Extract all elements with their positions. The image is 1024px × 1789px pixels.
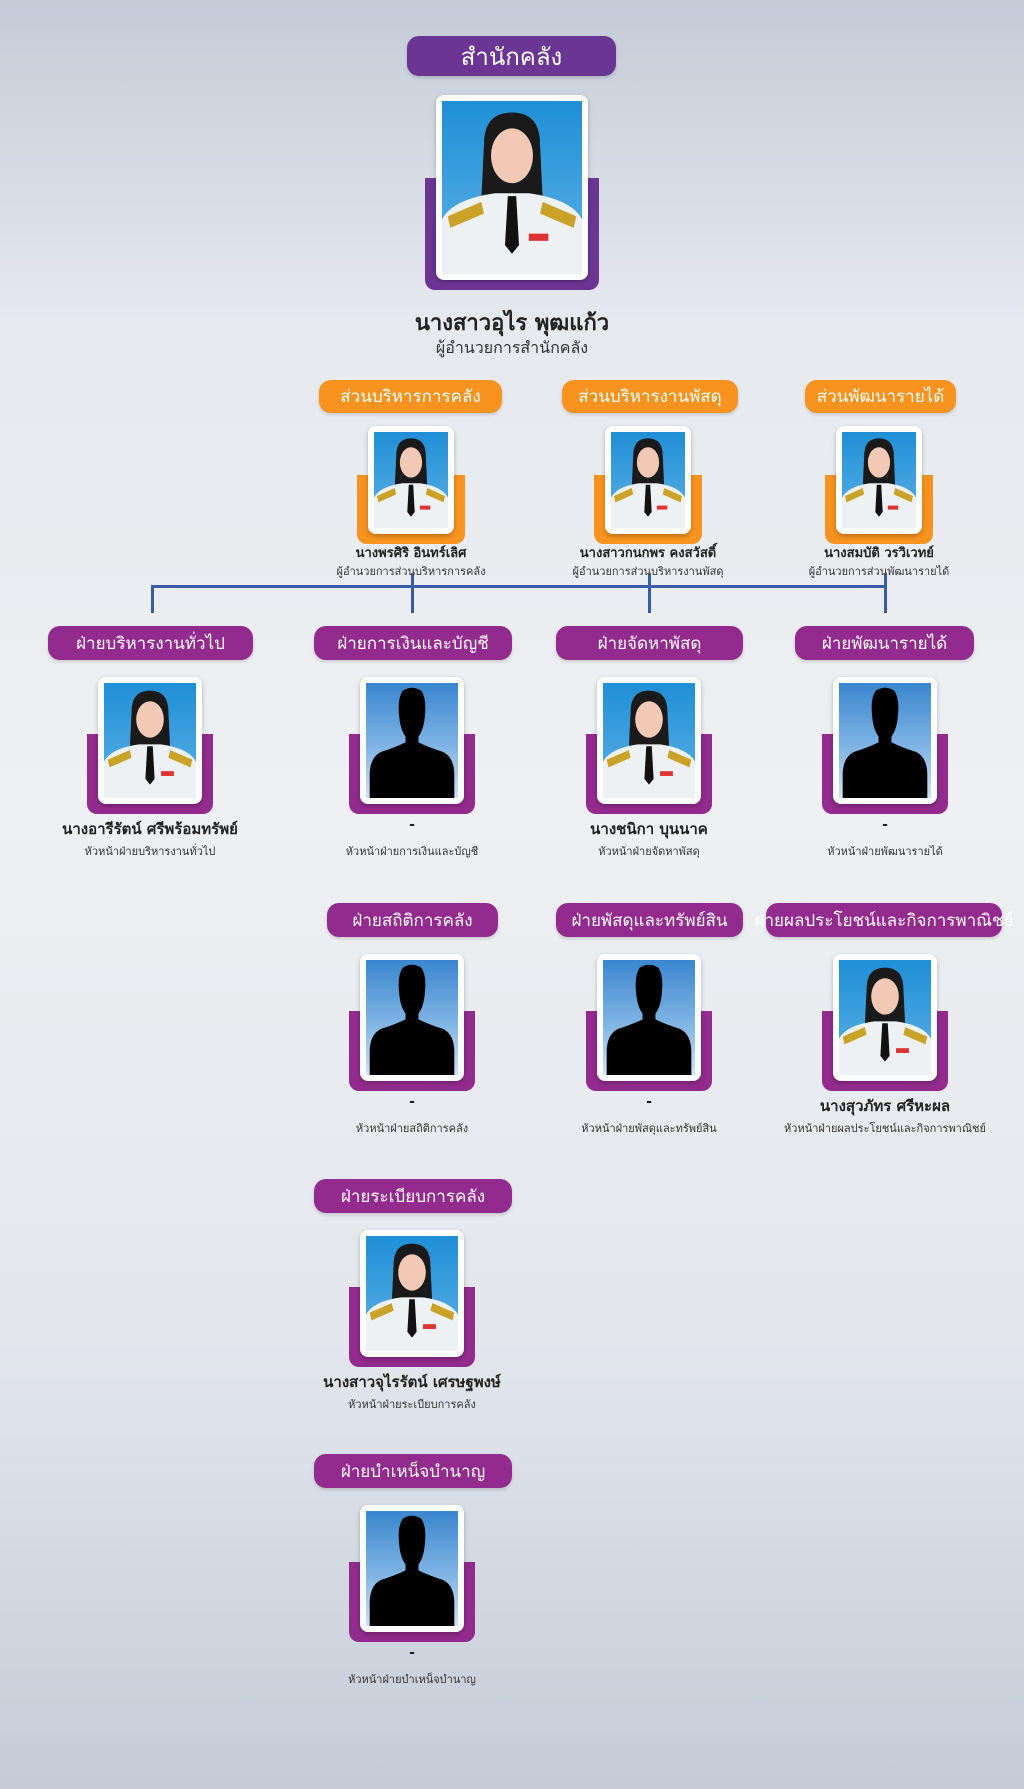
division-title: ส่วนพัฒนารายได้ [805,380,956,413]
photo-frame [597,954,701,1081]
section-title: ฝ่ายพัฒนารายได้ [795,626,974,660]
section-title: ฝ่ายบริหารงานทั่วไป [48,626,253,660]
section-head-card [360,1505,464,1632]
section-head-name: นางสาวจุไรรัตน์ เศรษฐพงษ์ [323,1373,501,1391]
placeholder-photo [366,683,458,798]
placeholder-photo [366,960,458,1075]
section-head-role: หัวหน้าฝ่ายจัดหาพัสดุ [598,845,700,858]
section-head-card [360,1230,464,1357]
person-photo [442,101,582,274]
portrait-photo [839,967,931,1075]
section-head-card [597,954,701,1081]
section-head-card [833,954,937,1081]
section-title: ฝ่ายการเงินและบัญชี [314,626,512,660]
person-photo [366,1236,458,1351]
section-head-name: - [882,817,888,833]
connector-horizontal [151,585,887,588]
section-head-card [360,954,464,1081]
section-title: ฝ่ายสถิติการคลัง [327,903,498,937]
director-name: นางสาวอุไร พุฒแก้ว [414,311,610,336]
section-head-name: นางสุวภัทร ศรีหะผล [819,1097,951,1115]
division-head-role: ผู้อำนวยการส่วนบริหารงานพัสดุ [572,565,724,578]
photo-frame [98,677,202,804]
portrait-photo [603,690,695,798]
person-photo [374,432,448,528]
section-head-name: นางชนิกา บุนนาค [590,820,708,838]
section-head-role: หัวหน้าฝ่ายระเบียบการคลัง [348,1398,476,1411]
section-title: ฝ่ายบำเหน็จบำนาญ [314,1454,512,1488]
division-head-card [605,426,691,534]
photo-frame [833,677,937,804]
division-title: ส่วนบริหารงานพัสดุ [562,380,738,413]
division-title: ส่วนบริหารการคลัง [319,380,502,413]
section-head-role: หัวหน้าฝ่ายการเงินและบัญชี [345,845,479,858]
portrait-photo [442,112,582,274]
section-head-role: หัวหน้าฝ่ายสถิติการคลัง [355,1122,469,1135]
person-photo [842,432,916,528]
portrait-photo [611,438,685,528]
section-title: ฝ่ายพัสดุและทรัพย์สิน [556,903,743,937]
section-head-card [597,677,701,804]
section-head-role: หัวหน้าฝ่ายบริหารงานทั่วไป [84,845,216,858]
division-head-name: นางสมบัติ วรวิเวทย์ [824,546,934,561]
section-head-name: - [409,1094,415,1110]
portrait-photo [842,438,916,528]
director-card [436,95,588,280]
silhouette-icon [369,687,455,798]
division-head-name: นางพรศิริ อินทร์เลิศ [355,546,467,561]
photo-frame [360,677,464,804]
photo-frame [360,1230,464,1357]
section-title: ฝ่ายผลประโยชน์และกิจการพาณิชย์ [755,903,1013,937]
division-head-role: ผู้อำนวยการส่วนบริหารการคลัง [336,565,486,578]
person-photo [611,432,685,528]
placeholder-photo [839,683,931,798]
connector-drop [648,574,651,613]
section-head-name: - [646,1094,652,1110]
photo-frame [368,426,454,534]
division-head-name: นางสาวกนกพร คงสวัสดิ์ [579,546,717,561]
section-head-role: หัวหน้าฝ่ายบำเหน็จบำนาญ [348,1673,476,1686]
division-head-card [836,426,922,534]
portrait-photo [104,690,196,798]
placeholder-photo [366,1511,458,1626]
photo-frame [597,677,701,804]
placeholder-photo [603,960,695,1075]
connector-drop [884,574,887,613]
silhouette-icon [369,1515,455,1626]
section-head-name: - [409,817,415,833]
photo-frame [605,426,691,534]
connector-drop [411,574,414,613]
photo-frame [360,1505,464,1632]
section-head-card [833,677,937,804]
section-head-name: นางอารีรัตน์ ศรีพร้อมทรัพย์ [62,820,238,838]
person-photo [839,960,931,1075]
section-head-role: หัวหน้าฝ่ายพัสดุและทรัพย์สิน [581,1122,717,1135]
portrait-photo [366,1243,458,1351]
office-title: สำนักคลัง [407,36,616,76]
section-title: ฝ่ายระเบียบการคลัง [314,1179,512,1213]
portrait-photo [374,438,448,528]
section-head-role: หัวหน้าฝ่ายผลประโยชน์และกิจการพาณิชย์ [784,1122,986,1135]
silhouette-icon [606,964,692,1075]
section-head-card [98,677,202,804]
silhouette-icon [842,687,928,798]
connector-drop [151,585,154,613]
photo-frame [836,426,922,534]
section-head-card [360,677,464,804]
person-photo [104,683,196,798]
division-head-card [368,426,454,534]
photo-frame [436,95,588,280]
photo-frame [833,954,937,1081]
person-photo [603,683,695,798]
director-role: ผู้อำนวยการสำนักคลัง [435,338,589,357]
silhouette-icon [369,964,455,1075]
division-head-role: ผู้อำนวยการส่วนพัฒนารายได้ [808,565,950,578]
section-title: ฝ่ายจัดหาพัสดุ [556,626,743,660]
section-head-name: - [409,1645,415,1661]
section-head-role: หัวหน้าฝ่ายพัฒนารายได้ [827,845,943,858]
photo-frame [360,954,464,1081]
